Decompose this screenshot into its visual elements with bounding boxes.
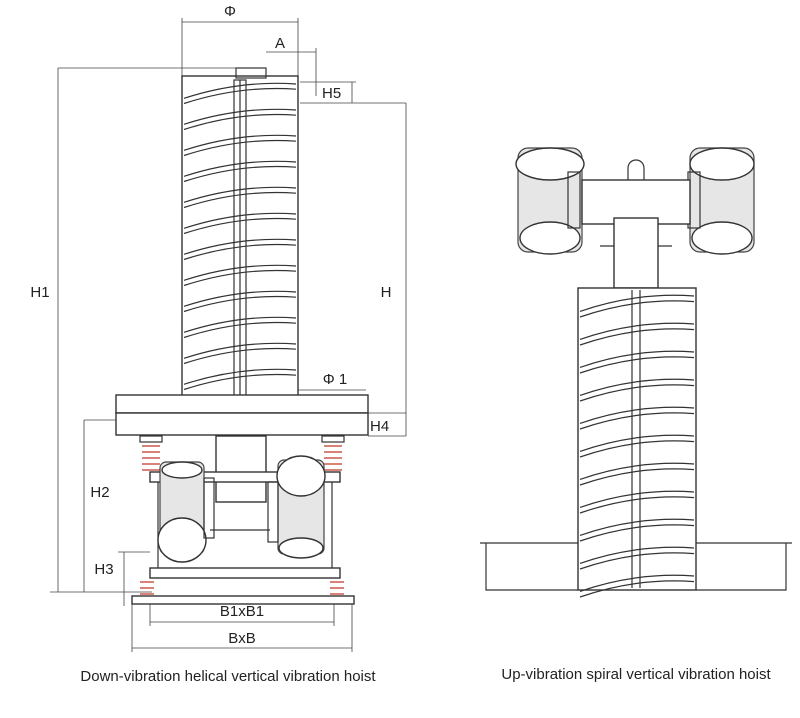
h5-label: H5 [322, 85, 341, 102]
right-vibration-motor [267, 455, 326, 559]
right-top-left-motor [515, 147, 585, 255]
bxb-label: BxB [228, 630, 256, 647]
left-vibration-motor [157, 461, 215, 563]
h-dimension: H [381, 103, 407, 436]
spiral-column [181, 67, 299, 417]
helix-flight [183, 212, 297, 235]
helix-flight [579, 350, 695, 374]
a-label: A [275, 35, 285, 52]
up-vibration-hoist-drawing: Up-vibration spiral vertical vibration h… [480, 147, 792, 683]
helix-flight [183, 186, 297, 209]
bottom-springs [131, 581, 355, 605]
helix-flight [579, 490, 695, 514]
discharge-chute [215, 435, 267, 503]
helix-flight [183, 368, 297, 391]
h3-dimension: H3 [94, 551, 150, 606]
h1-label: H1 [30, 284, 49, 301]
helix-flight [183, 160, 297, 183]
helix-flight [579, 322, 695, 346]
a-dimension: A [266, 35, 317, 96]
h2-label: H2 [90, 484, 109, 501]
right-ground-tank [480, 542, 792, 591]
h4-label: H4 [370, 418, 389, 435]
h1-dimension: H1 [30, 67, 236, 593]
helix-flight [183, 316, 297, 339]
helix-flight [579, 574, 695, 598]
helix-flight [579, 294, 695, 318]
right-spiral-column [577, 287, 697, 598]
left-caption: Down-vibration helical vertical vibratio… [80, 668, 376, 685]
h3-label: H3 [94, 561, 113, 578]
helix-flight [183, 290, 297, 313]
phi-label: Φ [224, 3, 236, 20]
down-vibration-hoist-drawing: Φ A H1 H5 H [30, 3, 407, 685]
helix-flight [183, 82, 297, 105]
phi-dimension: Φ [181, 3, 299, 80]
helix-flight [183, 108, 297, 131]
h5-dimension: H5 [300, 81, 406, 104]
helix-flight [579, 518, 695, 542]
helix-flight [183, 342, 297, 365]
right-top-right-motor [687, 147, 755, 255]
helix-flight [579, 406, 695, 430]
h-label: H [381, 284, 392, 301]
helix-flight [183, 238, 297, 261]
top-springs [139, 435, 345, 471]
phi1-dimension: Φ 1 [298, 371, 366, 391]
helix-flight [183, 264, 297, 287]
helix-flight [579, 462, 695, 486]
h2-dimension: H2 [83, 419, 116, 592]
bxb-dimension: BxB [131, 604, 353, 652]
helix-flight [579, 434, 695, 458]
right-caption: Up-vibration spiral vertical vibration h… [501, 666, 771, 683]
b1xb1-label: B1xB1 [220, 603, 264, 620]
base-plate: H4 [115, 394, 406, 437]
helix-flight [579, 546, 695, 570]
helix-flight [579, 378, 695, 402]
right-drive-shaft [613, 217, 659, 289]
right-motor-crossbar [581, 159, 691, 247]
b1xb1-dimension: B1xB1 [149, 603, 335, 626]
helix-flight [183, 134, 297, 157]
phi1-label: Φ 1 [323, 371, 347, 388]
vibration-frame [149, 471, 341, 579]
